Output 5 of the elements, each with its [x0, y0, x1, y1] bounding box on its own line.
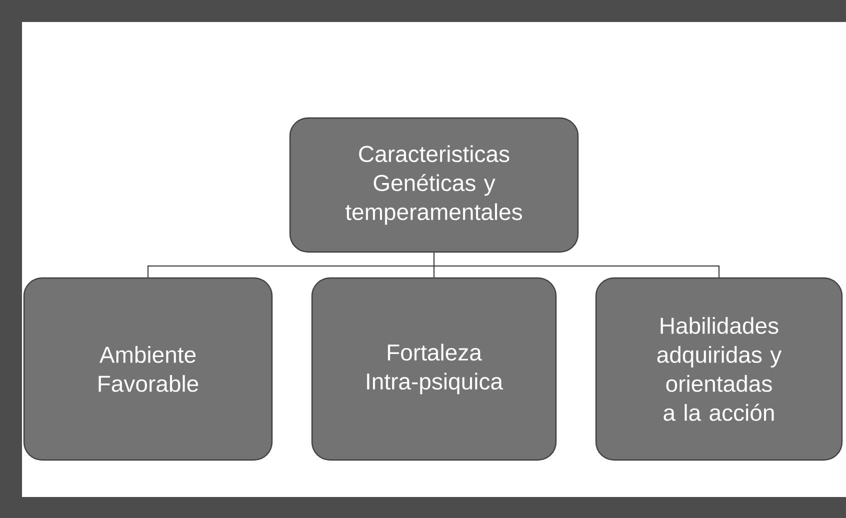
- connector-line: [434, 252, 720, 278]
- process-box: Fortaleza Intra-psiquica: [311, 277, 557, 461]
- process-box: Ambiente Favorable: [23, 277, 273, 461]
- process-box: Caracteristicas Genéticas y temperamentales: [289, 117, 579, 253]
- process-box: Habilidades adquiridas y orientadas a la acción: [595, 277, 843, 461]
